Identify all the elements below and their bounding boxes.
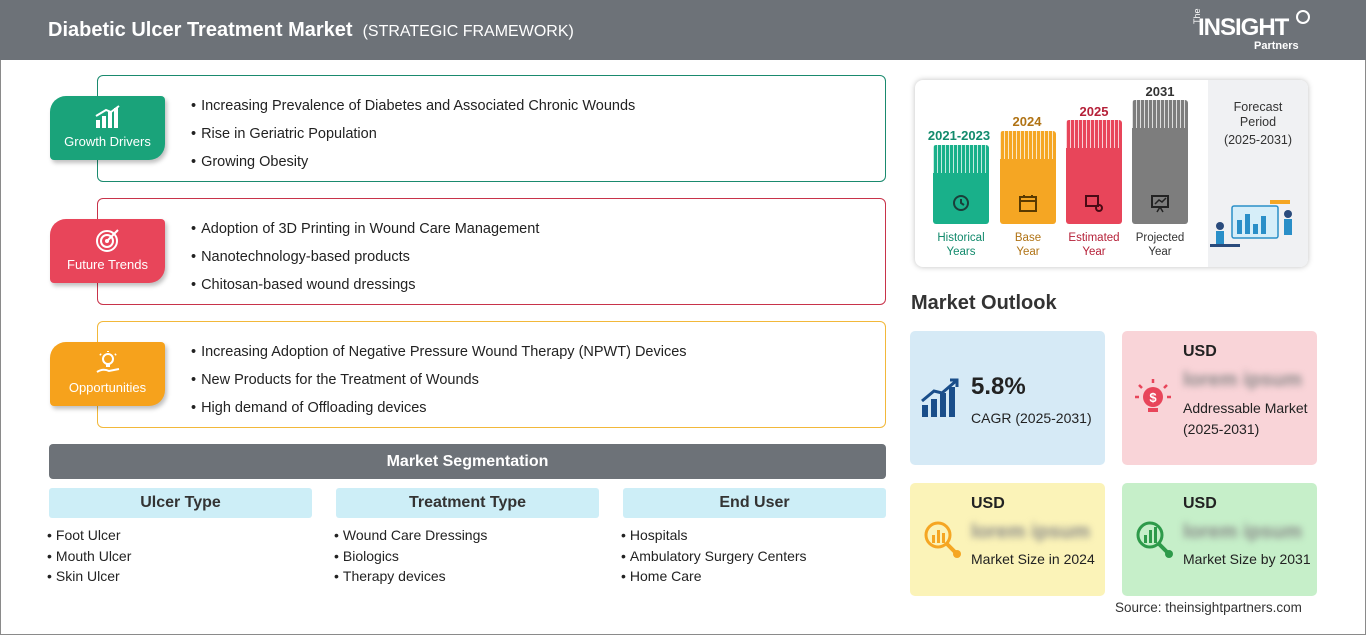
list-item: New Products for the Treatment of Wounds bbox=[191, 366, 687, 394]
bar-growth-icon bbox=[94, 105, 120, 128]
list-item: Hospitals bbox=[621, 525, 886, 546]
cagr-card: 5.8% CAGR (2025-2031) bbox=[910, 331, 1105, 465]
segment-end-user: End User Hospitals Ambulatory Surgery Ce… bbox=[623, 488, 886, 587]
logo-partners: Partners bbox=[1254, 40, 1299, 52]
list-item: Ambulatory Surgery Centers bbox=[621, 546, 886, 567]
history-clock-icon bbox=[953, 195, 969, 211]
list-item: Mouth Ulcer bbox=[47, 546, 312, 567]
target-icon bbox=[95, 229, 119, 252]
caption-line: Historical bbox=[937, 232, 985, 244]
opportunities-list: Increasing Adoption of Negative Pressure… bbox=[191, 338, 687, 422]
header-bar: Diabetic Ulcer Treatment Market (STRATEGI… bbox=[0, 0, 1366, 60]
blurred-value: lorem ipsum bbox=[1183, 369, 1302, 391]
list-item: Chitosan-based wound dressings bbox=[191, 271, 539, 299]
market-segmentation-bar: Market Segmentation bbox=[49, 444, 886, 479]
future-trends-badge: Future Trends bbox=[50, 219, 165, 283]
caption-line: Year bbox=[1148, 246, 1172, 258]
segment-ulcer-type: Ulcer Type Foot Ulcer Mouth Ulcer Skin U… bbox=[49, 488, 312, 587]
segment-treatment-type: Treatment Type Wound Care Dressings Biol… bbox=[336, 488, 599, 587]
list-item: Biologics bbox=[334, 546, 599, 567]
timeline-bar-projected bbox=[1132, 100, 1188, 224]
blurred-value: lorem ipsum bbox=[1183, 521, 1302, 543]
list-item: Increasing Prevalence of Diabetes and As… bbox=[191, 92, 635, 120]
forecast-period-label: Forecast Period (2025-2031) bbox=[1212, 100, 1304, 148]
analytics-people-illustration-icon bbox=[1210, 200, 1292, 247]
estimate-gears-icon bbox=[1085, 195, 1103, 212]
title-subtitle: (STRATEGIC FRAMEWORK) bbox=[362, 23, 574, 40]
forecast-line: (2025-2031) bbox=[1223, 133, 1293, 147]
growth-drivers-list: Increasing Prevalence of Diabetes and As… bbox=[191, 92, 635, 176]
list-item: Therapy devices bbox=[334, 566, 599, 587]
source-note: Source: theinsightpartners.com bbox=[1115, 600, 1302, 615]
growth-drivers-badge: Growth Drivers bbox=[50, 96, 165, 160]
magnifier-chart-icon bbox=[924, 521, 961, 558]
growth-chart-icon bbox=[921, 378, 959, 417]
addressable-market-card: USD lorem ipsum $ Addressable Market (20… bbox=[1122, 331, 1317, 465]
timeline-year-historical: 2021-2023 bbox=[927, 128, 991, 143]
blurred-value: lorem ipsum bbox=[971, 521, 1090, 543]
market-outlook-title: Market Outlook bbox=[911, 292, 1057, 314]
market-size-2031-card: USD lorem ipsum Market Size by 2031 bbox=[1122, 483, 1317, 596]
list-item: High demand of Offloading devices bbox=[191, 394, 687, 422]
caption-line: Projected bbox=[1135, 232, 1185, 244]
segment-heading: Ulcer Type bbox=[49, 488, 312, 518]
usd-label: USD bbox=[971, 495, 1005, 512]
usd-label: USD bbox=[1183, 343, 1217, 360]
timeline-year-base: 2024 bbox=[1012, 114, 1042, 129]
opportunities-badge: Opportunities bbox=[50, 342, 165, 406]
segment-heading: End User bbox=[623, 488, 886, 518]
insight-partners-logo[interactable]: The INSIGHT Partners bbox=[1188, 8, 1318, 54]
svg-text:$: $ bbox=[1149, 390, 1157, 405]
cagr-label: CAGR (2025-2031) bbox=[971, 410, 1092, 426]
list-item: Increasing Adoption of Negative Pressure… bbox=[191, 338, 686, 366]
list-item: Home Care bbox=[621, 566, 886, 587]
list-item: Skin Ulcer bbox=[47, 566, 312, 587]
forecast-line: Forecast bbox=[1233, 100, 1283, 114]
magnifier-growth-icon bbox=[1136, 521, 1173, 558]
list-item: Nanotechnology-based products bbox=[191, 243, 539, 271]
growth-drivers-box: Increasing Prevalence of Diabetes and As… bbox=[97, 75, 886, 182]
segment-heading: Treatment Type bbox=[336, 488, 599, 518]
page-title: Diabetic Ulcer Treatment Market (STRATEGI… bbox=[48, 19, 574, 42]
caption-line: Year bbox=[1082, 246, 1106, 258]
growth-drivers-label: Growth Drivers bbox=[64, 134, 151, 149]
future-trends-box: Adoption of 3D Printing in Wound Care Ma… bbox=[97, 198, 886, 305]
caption-line: Estimated bbox=[1068, 232, 1120, 244]
list-item: Wound Care Dressings bbox=[334, 525, 599, 546]
usd-label: USD bbox=[1183, 495, 1217, 512]
addressable-label: Addressable Market (2025-2031) bbox=[1183, 400, 1308, 437]
market-size-2024-card: USD lorem ipsum Market Size in 2024 bbox=[910, 483, 1105, 596]
caption-line: Year bbox=[1016, 246, 1040, 258]
market-size-2024-label: Market Size in 2024 bbox=[971, 551, 1095, 567]
opportunities-label: Opportunities bbox=[68, 380, 147, 395]
caption-line: Years bbox=[946, 246, 976, 258]
timeline-year-estimated: 2025 bbox=[1079, 104, 1109, 119]
list-item: Growing Obesity bbox=[191, 148, 635, 176]
list-item: Rise in Geriatric Population bbox=[191, 120, 635, 148]
dollar-bulb-icon: $ bbox=[1135, 379, 1171, 412]
future-trends-label: Future Trends bbox=[67, 257, 148, 272]
future-trends-list: Adoption of 3D Printing in Wound Care Ma… bbox=[191, 215, 539, 299]
title-text: Diabetic Ulcer Treatment Market bbox=[48, 19, 353, 41]
market-size-2031-label: Market Size by 2031 bbox=[1183, 551, 1311, 567]
lightbulb-hand-icon bbox=[95, 351, 119, 373]
opportunities-box: Increasing Adoption of Negative Pressure… bbox=[97, 321, 886, 428]
logo-main: INSIGHT bbox=[1198, 14, 1289, 41]
caption-line: Base bbox=[1014, 232, 1042, 244]
logo-ring-icon bbox=[1296, 10, 1310, 24]
list-item: Foot Ulcer bbox=[47, 525, 312, 546]
list-item: Adoption of 3D Printing in Wound Care Ma… bbox=[191, 215, 539, 243]
timeline-bar-base bbox=[1000, 131, 1056, 224]
forecast-line: Period bbox=[1239, 115, 1277, 129]
projection-board-icon bbox=[1151, 195, 1169, 213]
cagr-value: 5.8% bbox=[971, 373, 1026, 400]
timeline-year-projected: 2031 bbox=[1145, 84, 1175, 99]
calendar-icon bbox=[1019, 195, 1037, 212]
